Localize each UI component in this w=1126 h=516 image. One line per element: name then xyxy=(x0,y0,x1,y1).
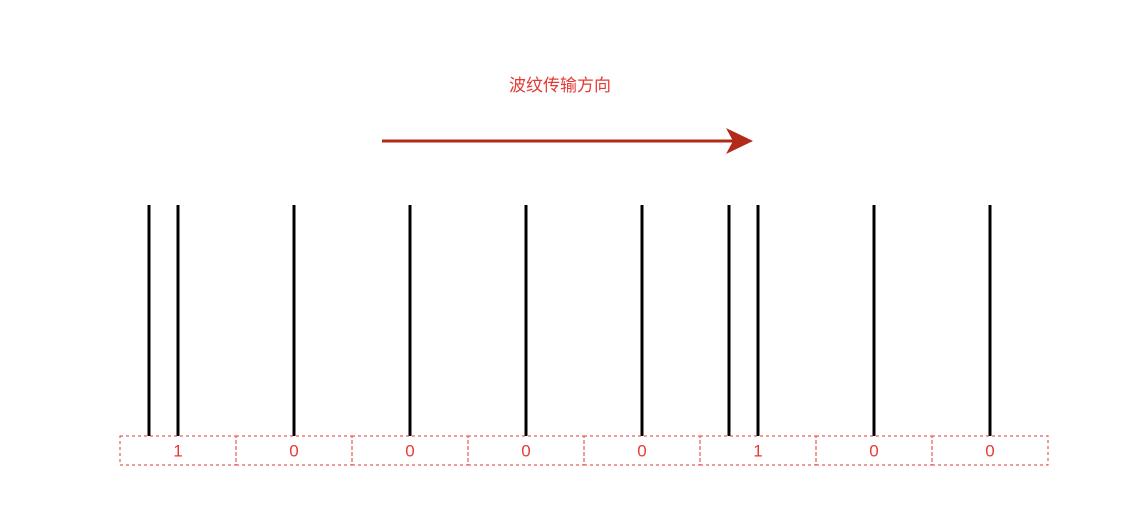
bit-value: 0 xyxy=(637,442,646,461)
arrow-head xyxy=(726,128,753,154)
bit-value: 0 xyxy=(405,442,414,461)
bit-value: 0 xyxy=(985,442,994,461)
transmission-direction-label: 波纹传输方向 xyxy=(509,76,611,96)
bit-cells: 1 0 0 0 0 1 0 0 xyxy=(119,435,1049,466)
pulse-lines xyxy=(147,205,992,436)
direction-arrow xyxy=(382,128,753,154)
bit-value: 0 xyxy=(289,442,298,461)
bit-value: 1 xyxy=(173,442,182,461)
bit-value: 0 xyxy=(869,442,878,461)
bit-value: 1 xyxy=(753,442,762,461)
bit-value: 0 xyxy=(521,442,530,461)
